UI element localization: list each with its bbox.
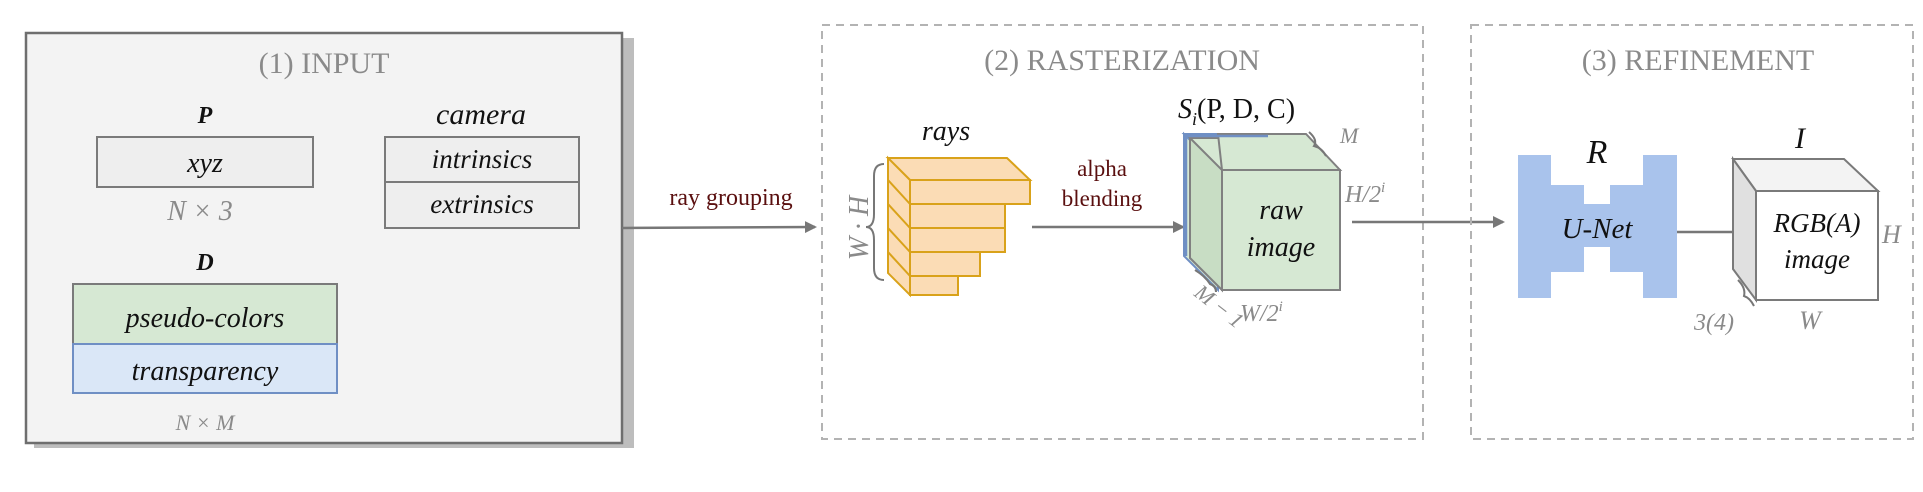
- raw-label: raw: [1259, 195, 1303, 226]
- nm-dimension: N × M: [175, 410, 237, 435]
- rasterization-panel: (2) RASTERIZATION rays W · H alpha blend…: [821, 24, 1424, 440]
- rays-stack: [885, 155, 1033, 298]
- camera-label: camera: [436, 98, 526, 131]
- intrinsics-label: intrinsics: [432, 144, 533, 174]
- wh-dimension: W · H: [844, 194, 875, 260]
- rays-label: rays: [922, 116, 970, 147]
- d-label: D: [195, 250, 213, 276]
- transparency-label: transparency: [132, 356, 279, 387]
- r-label: R: [1586, 134, 1608, 171]
- rasterization-title: (2) RASTERIZATION: [984, 44, 1260, 77]
- output-image-label: image: [1784, 244, 1850, 274]
- extrinsics-label: extrinsics: [430, 189, 533, 219]
- ray-grouping-label: ray grouping: [669, 185, 792, 211]
- rgba-label: RGB(A): [1773, 208, 1861, 238]
- input-panel: (1) INPUT P xyz N × 3 camera intrinsics …: [24, 31, 634, 448]
- m-dimension: M: [1339, 123, 1360, 148]
- transparency-box: [72, 343, 338, 394]
- raw-image-cube: [1181, 131, 1343, 293]
- ray-grouping-arrow: ray grouping: [621, 185, 817, 234]
- output-image-cube: [1731, 155, 1881, 304]
- w2-dimension: W/2i: [1240, 299, 1283, 327]
- i-label: I: [1794, 122, 1807, 155]
- xyz-box: [96, 136, 314, 188]
- intrinsics-box: [384, 136, 580, 183]
- blending-label: blending: [1062, 186, 1143, 211]
- w-dimension: W: [1799, 306, 1823, 335]
- alpha-label: alpha: [1077, 156, 1127, 181]
- n3-dimension: N × 3: [166, 196, 233, 227]
- input-title: (1) INPUT: [259, 47, 390, 80]
- unet-shape: [1518, 155, 1677, 298]
- xyz-label: xyz: [186, 148, 223, 179]
- h2-dimension: H/2i: [1344, 180, 1385, 208]
- refinement-title: (3) REFINEMENT: [1582, 44, 1814, 77]
- unet-label: U-Net: [1562, 213, 1634, 245]
- p-label: P: [197, 103, 213, 129]
- h-dimension: H: [1881, 220, 1902, 249]
- pseudo-colors-label: pseudo-colors: [124, 303, 285, 334]
- refinement-panel: (3) REFINEMENT R U-Net I RGB(A) image H …: [1470, 24, 1914, 440]
- si-label: Si(P, D, C): [1178, 94, 1295, 129]
- extrinsics-box: [384, 181, 580, 229]
- raw-image-label: image: [1247, 232, 1315, 263]
- depth-dimension: 3(4): [1693, 310, 1734, 336]
